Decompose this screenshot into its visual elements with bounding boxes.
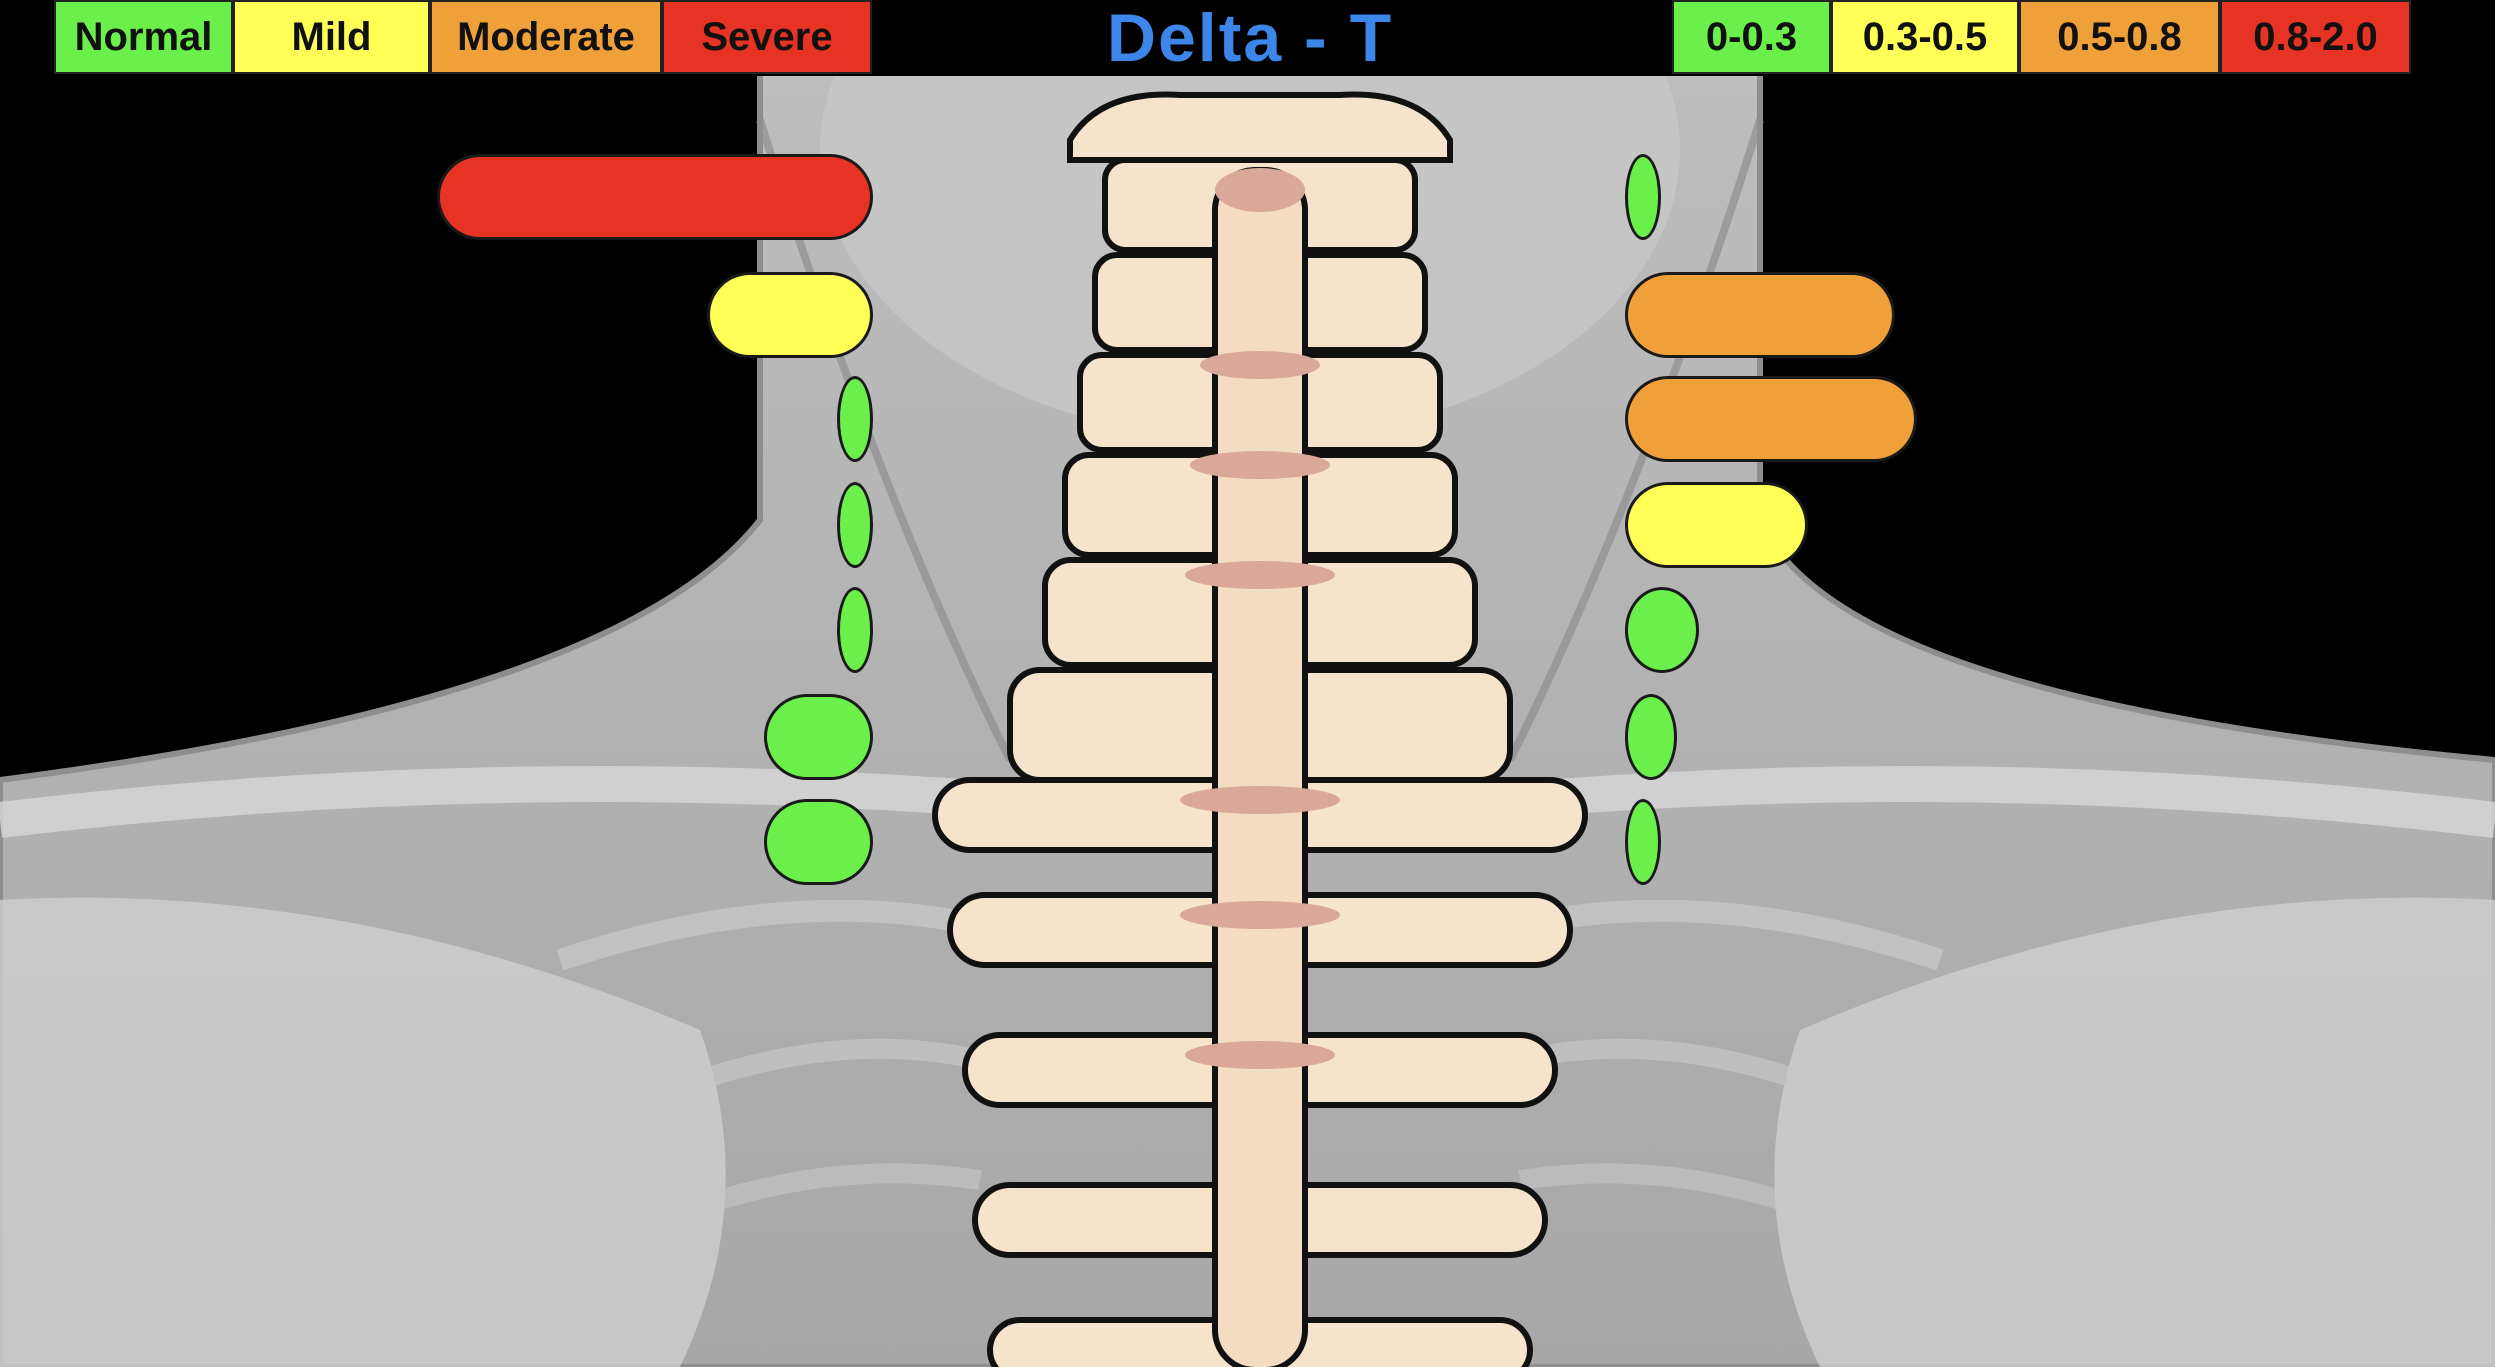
bar-right-level-5	[1625, 587, 1700, 673]
chart-title: Delta - T	[1106, 0, 1394, 76]
bar-right-level-4	[1625, 482, 1809, 568]
bar-right-level-2	[1625, 272, 1896, 358]
legend-severe: Severe	[662, 0, 872, 74]
bar-left-level-6	[764, 694, 873, 780]
legend-moderate: Moderate	[430, 0, 662, 74]
bar-right-level-7	[1625, 799, 1661, 885]
range-0-3-0-5: 0.3-0.5	[1831, 0, 2019, 74]
range-0-8-2-0: 0.8-2.0	[2220, 0, 2411, 74]
bar-right-level-3	[1625, 376, 1918, 462]
disc-spaces	[1180, 168, 1340, 1069]
bar-left-level-3	[837, 376, 873, 462]
bar-left-level-7	[764, 799, 873, 885]
vertebrae	[932, 91, 1588, 1367]
legend-normal: Normal	[54, 0, 233, 74]
legend-mild: Mild	[233, 0, 430, 74]
bar-left-level-5	[837, 587, 873, 673]
bar-right-level-1	[1625, 154, 1661, 240]
bar-left-level-2	[707, 272, 873, 358]
bar-left-level-1	[437, 154, 873, 240]
range-0-0-3: 0-0.3	[1672, 0, 1831, 74]
bar-left-level-4	[837, 482, 873, 568]
bar-right-level-6	[1625, 694, 1678, 780]
range-0-5-0-8: 0.5-0.8	[2019, 0, 2220, 74]
